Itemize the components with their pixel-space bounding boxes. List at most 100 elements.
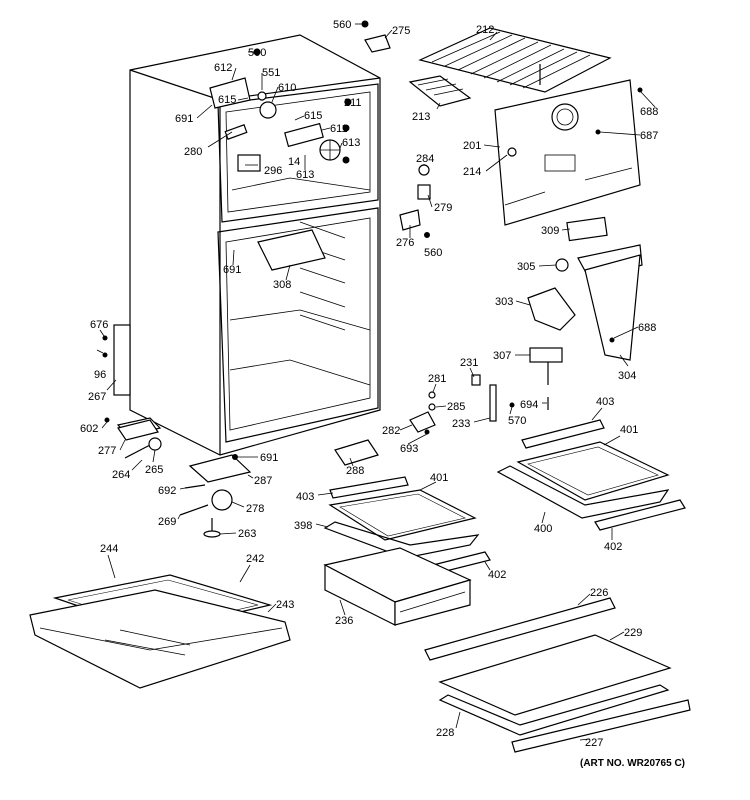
callout-309: 309	[541, 225, 559, 237]
callout-211: 211	[344, 97, 362, 109]
callout-213: 213	[412, 111, 430, 123]
callout-304: 304	[618, 370, 636, 382]
bottom-shelf-rear-trim	[511, 699, 691, 753]
glass-shelf-left	[328, 489, 477, 541]
bottom-shelf-frame	[438, 684, 670, 736]
freezer-rear-panel	[494, 79, 641, 226]
callout-278: 278	[246, 503, 264, 515]
shelf-frame-right	[496, 465, 670, 519]
callout-96: 96	[94, 369, 106, 381]
callout-403: 403	[596, 396, 614, 408]
callout-612: 612	[214, 62, 232, 74]
callout-296: 296	[264, 165, 282, 177]
callout-244: 244	[100, 543, 118, 555]
callout-labels: 560 275 212 500 612 551 610 615 615 211 …	[80, 19, 658, 749]
callout-398: 398	[294, 520, 312, 532]
callout-228: 228	[436, 727, 454, 739]
callout-551: 551	[262, 67, 280, 79]
hinge-top	[361, 20, 391, 53]
callout-242: 242	[246, 553, 264, 565]
callout-285: 285	[447, 401, 465, 413]
callout-400: 400	[534, 523, 552, 535]
art-number: (ART NO. WR20765 C)	[580, 758, 685, 769]
callout-691-c: 691	[260, 452, 278, 464]
cover-bracket	[334, 439, 379, 466]
air-damper	[399, 164, 431, 238]
callout-214: 214	[463, 166, 481, 178]
callout-280: 280	[184, 146, 202, 158]
callout-611: 611	[330, 123, 348, 135]
callout-288: 288	[346, 465, 364, 477]
callout-560: 560	[333, 19, 351, 31]
callout-500: 500	[248, 47, 266, 59]
callout-693: 693	[400, 443, 418, 455]
panel-insulation	[566, 216, 608, 242]
callout-229: 229	[624, 627, 642, 639]
callout-14: 14	[288, 156, 300, 168]
callout-691-b: 691	[223, 264, 241, 276]
callout-281: 281	[428, 373, 446, 385]
callout-305: 305	[517, 261, 535, 273]
callout-275: 275	[392, 25, 410, 37]
callout-236: 236	[335, 615, 353, 627]
callout-269: 269	[158, 516, 176, 528]
callout-694: 694	[520, 399, 538, 411]
callout-243: 243	[276, 599, 294, 611]
fresh-food-duct	[527, 87, 643, 385]
callout-267: 267	[88, 391, 106, 403]
callout-231: 231	[460, 357, 478, 369]
callout-307: 307	[493, 350, 511, 362]
crisper-drawer	[323, 547, 472, 626]
leader-lines	[96, 23, 656, 741]
callout-401-b: 401	[430, 472, 448, 484]
callout-560-b: 560	[424, 247, 442, 259]
shelf-rear-trim-right	[594, 499, 686, 531]
callout-688-b: 688	[638, 322, 656, 334]
callout-263: 263	[238, 528, 256, 540]
shelf-front-trim-left	[329, 476, 409, 499]
callout-613: 613	[342, 137, 360, 149]
callout-233: 233	[452, 418, 470, 430]
callout-227: 227	[585, 737, 603, 749]
callout-303: 303	[495, 296, 513, 308]
callout-212: 212	[476, 24, 494, 36]
crisper-cover-support	[257, 229, 326, 271]
callout-308: 308	[273, 279, 291, 291]
callout-402-b: 402	[488, 569, 506, 581]
callout-602: 602	[80, 423, 98, 435]
callout-265: 265	[145, 464, 163, 476]
bottom-shelf-front-trim	[424, 597, 616, 661]
callout-615-b: 615	[304, 110, 322, 122]
callout-688: 688	[640, 106, 658, 118]
callout-570: 570	[508, 415, 526, 427]
glass-shelf-right	[516, 441, 670, 501]
callout-264: 264	[112, 469, 130, 481]
callout-226: 226	[590, 587, 608, 599]
callout-287: 287	[254, 475, 272, 487]
callout-279: 279	[434, 202, 452, 214]
leveling-roller-hardware	[117, 419, 252, 538]
callout-692: 692	[158, 485, 176, 497]
callout-276: 276	[396, 237, 414, 249]
callout-401: 401	[620, 424, 638, 436]
callout-615: 615	[218, 94, 236, 106]
crisper-cover-frame	[29, 589, 291, 689]
callout-613-b: 613	[296, 169, 314, 181]
callout-610: 610	[278, 82, 296, 94]
shelf-support-hardware	[102, 335, 549, 435]
callout-676: 676	[90, 319, 108, 331]
callout-687: 687	[640, 130, 658, 142]
callout-277: 277	[98, 445, 116, 457]
ice-tray	[408, 75, 472, 107]
callout-402: 402	[604, 541, 622, 553]
callout-403-b: 403	[296, 491, 314, 503]
callout-201: 201	[463, 140, 481, 152]
refrigerator-cabinet	[113, 34, 381, 456]
callout-691: 691	[175, 113, 193, 125]
shelf-front-trim-right	[521, 419, 605, 449]
freezer-wire-shelf	[418, 27, 612, 93]
bottom-glass-shelf	[438, 634, 672, 716]
callout-284: 284	[416, 153, 434, 165]
evaporator-fan-assembly	[209, 48, 352, 172]
